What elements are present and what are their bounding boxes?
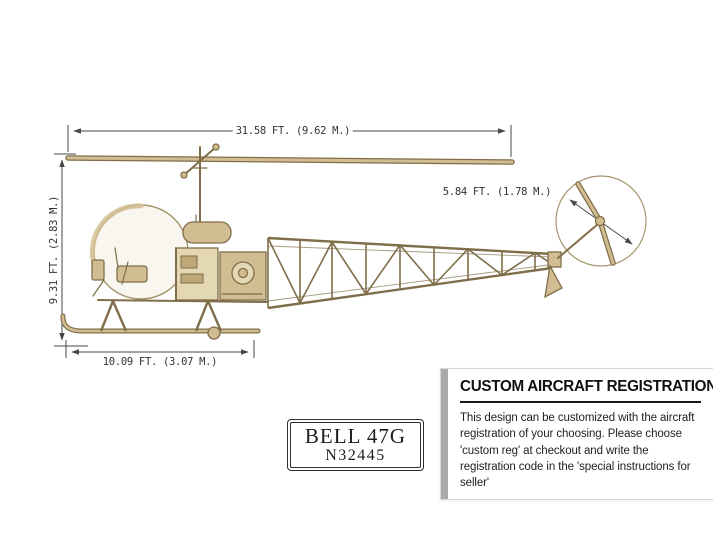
panel-accent-bar	[441, 369, 448, 499]
dim-tail-rotor-label: 5.84 FT. (1.78 M.)	[439, 186, 555, 198]
landing-skids	[60, 299, 261, 340]
panel-title: CUSTOM AIRCRAFT REGISTRATION	[460, 378, 713, 395]
model-label-box: BELL 47G N32445	[287, 419, 424, 471]
panel-content: CUSTOM AIRCRAFT REGISTRATION This design…	[448, 369, 713, 499]
dim-rotor-span-label: 31.58 FT. (9.62 M.)	[232, 125, 354, 137]
helicopter-illustration	[60, 143, 647, 340]
dim-skid-length-label: 10.09 FT. (3.07 M.)	[99, 356, 221, 368]
tail-boom-truss	[267, 236, 563, 310]
panel-divider	[460, 401, 701, 403]
cockpit-bubble	[89, 203, 269, 303]
engine-section	[175, 214, 267, 301]
model-name: BELL 47G	[304, 423, 407, 448]
model-label-box-inner: BELL 47G N32445	[290, 422, 421, 468]
panel-body-text: This design can be customized with the a…	[460, 412, 695, 490]
main-rotor	[65, 143, 515, 233]
dim-height-label: 9.31 FT. (2.83 M.)	[48, 192, 60, 308]
tail-rotor	[555, 175, 647, 267]
custom-registration-panel: CUSTOM AIRCRAFT REGISTRATION This design…	[440, 368, 713, 500]
registration-number: N32445	[325, 447, 386, 465]
